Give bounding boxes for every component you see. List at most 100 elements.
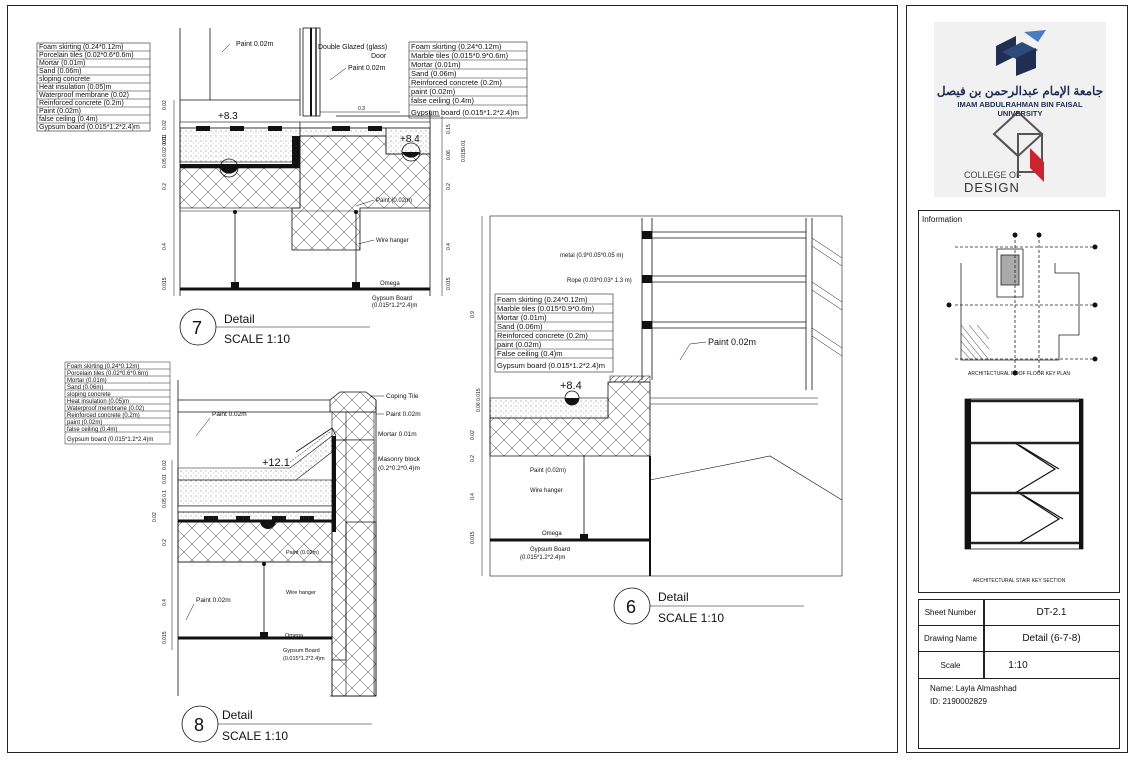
detail8-legend-item: Heat insulation (0.05)m [67, 399, 129, 405]
information-panel: Information ARCHITECTURAL ROOF FLOOR KEY… [918, 210, 1120, 593]
detail8-legend-item: Reinforced concrete (0.2m) [67, 413, 140, 419]
detail8-legend-item: Foam skirting (0.24*0.12m) [67, 364, 139, 370]
detail7-door-label-2: Door [371, 53, 387, 60]
university-emblem-icon [992, 30, 1046, 182]
detail7-legend-right-item: false ceiling (0.4m) [411, 96, 474, 105]
detail7-dim: 0.06 [446, 150, 452, 160]
detail6-paint-small: Paint (0.02m) [530, 468, 566, 474]
detail7-legend-left-item: Porcelain tiles (0.02*0.6*0.6m) [39, 52, 134, 59]
detail6-metal-label: metal (0.9*0.05*0.05 m) [560, 253, 623, 259]
detail7-legend-left [36, 42, 151, 132]
detail6-gypsum-board-size: (0.015*1.2*2.4)m [520, 555, 565, 561]
title-row-scale [918, 651, 1120, 679]
detail6-legend-item: Reinforced concrete (0.2m) [497, 331, 588, 340]
detail6-rope-label: Rope (0.03*0.03* 1.3 m) [567, 278, 632, 284]
detail7-paint-top: Paint 0.02m [236, 41, 274, 48]
detail8-legend-item: paint (0.02m) [67, 420, 102, 426]
detail8-wire-hanger: Wire hanger [286, 590, 316, 596]
detail7-paint-door: Paint 0.02m [348, 65, 386, 72]
detail7-dim: 0.3 [358, 106, 365, 112]
detail8-omega: Omega [285, 633, 304, 639]
detail7-title: Detail [224, 312, 255, 326]
college-line-2: DESIGN [964, 180, 1020, 195]
detail7-paint-underside: Paint (0.02m) [376, 198, 412, 204]
detail8-masonry: Masonry block [378, 456, 421, 463]
detail6-paint-label: Paint 0.02m [708, 337, 756, 347]
drawing-sheet-border [7, 5, 898, 753]
detail6-dim: 0.9 [470, 311, 476, 318]
detail8-paint-right: Paint 0.02m [386, 411, 421, 418]
detail8-legend-item: Mortar (0.01m) [67, 378, 107, 384]
detail8-legend-item: Porcelain tiles (0.02*0.6*0.6m) [67, 371, 148, 377]
drawing-name-label: Drawing Name [924, 634, 977, 643]
detail7-legend-left-item: Heat insulation (0.05)m [39, 84, 112, 91]
detail7-dim: 0.015 [162, 277, 168, 290]
detail7-dim: 0.01 [162, 134, 168, 144]
detail-8: Foam skirting (0.24*0.12m) Porcelain til… [64, 361, 421, 743]
detail8-dim: 0.02 [162, 460, 168, 470]
detail8-level: +12.1 [262, 457, 290, 469]
detail8-mortar: Mortar 0.01m [378, 431, 417, 438]
detail6-legend-item: False ceiling (0.4)m [497, 349, 562, 358]
title-column-divider [983, 599, 985, 679]
detail7-number: 7 [192, 318, 202, 338]
detail8-legend-item: false ceiling (0.4m) [67, 427, 117, 433]
detail7-dim: 0.15 [446, 124, 452, 134]
detail-6: Foam skirting (0.24*0.12m) Marble tiles … [470, 215, 843, 625]
detail7-dim: 0.4 [446, 243, 452, 250]
detail6-legend-item: Marble tiles (0.015*0.9*0.6m) [497, 304, 595, 313]
detail8-paint-bottom: Paint 0.02m [196, 597, 231, 604]
detail8-legend-item: Sand (0.06m) [67, 385, 103, 391]
detail6-level: +8.4 [560, 380, 582, 392]
detail8-dim: 0.015 [162, 631, 168, 644]
detail7-legend-left-text: Foam skirting (0.24*0.12m) Porcelain til… [39, 44, 140, 131]
detail7-dim: 0.02 [162, 120, 168, 130]
detail7-dim: 0.01 [461, 140, 467, 150]
detail6-dim: 0.06 0.015 [476, 388, 482, 412]
scale-label: Scale [940, 660, 961, 670]
scale-value: 1:10 [1008, 659, 1028, 671]
detail7-dim: 0.2 [162, 183, 168, 190]
drawing-name-value: Detail (6-7-8) [1022, 633, 1081, 644]
detail7-legend-left-item: Paint (0.02m) [39, 108, 81, 115]
side-panel-border [906, 5, 1128, 753]
detail8-coping: Coping Tile [386, 393, 419, 400]
detail8-dim: 0.01 [162, 474, 168, 484]
floor-plan-caption: ARCHITECTURAL ROOF FLOOR KEY PLAN [968, 371, 1070, 377]
detail-7: Foam skirting (0.24*0.12m) Porcelain til… [36, 27, 528, 346]
detail8-dim: 0.02 [152, 512, 158, 522]
detail8-legend [64, 361, 171, 445]
detail7-legend-right-item: Marble tiles (0.015*0.9*0.6m) [411, 51, 509, 60]
detail6-legend-item: Sand (0.06m) [497, 322, 543, 331]
detail7-legend-left-item: Mortar (0.01m) [39, 60, 85, 67]
detail7-dim: 0.4 [162, 243, 168, 250]
detail7-legend-right-text: Foam skirting (0.24*0.12m) Marble tiles … [411, 42, 519, 117]
detail6-gypsum-board: Gypsum Board [530, 547, 570, 553]
detail7-dim: 0.015 [446, 277, 452, 290]
detail-drawings: Foam skirting (0.24*0.12m) Porcelain til… [36, 27, 843, 743]
detail8-legend-item: sloping concrete [67, 392, 111, 398]
detail7-gypsum-board: Gypsum Board [372, 296, 412, 302]
detail6-dim: 0.015 [470, 531, 476, 544]
detail7-dim: 0.05 0.02 0.01 [162, 136, 168, 168]
detail6-legend-item: paint (0.02m) [497, 340, 542, 349]
detail6-legend-item: Mortar (0.01m) [497, 313, 547, 322]
student-name: Name: Layla Almashhad [930, 684, 1017, 693]
detail7-level-left: +8.3 [218, 111, 238, 122]
detail7-wire-hanger: Wire hanger [376, 238, 409, 244]
detail8-paint-under: Paint (0.02m) [286, 550, 319, 556]
detail7-scale: SCALE 1:10 [224, 332, 290, 346]
detail6-legend [494, 293, 614, 373]
detail6-title: Detail [658, 590, 689, 604]
detail8-paint-top: Paint 0.02m [212, 411, 247, 418]
detail8-gypsum-board: Gypsum Board [283, 648, 320, 654]
detail7-legend-left-item: Foam skirting (0.24*0.12m) [39, 44, 123, 51]
detail7-dim: 0.02 [162, 100, 168, 110]
detail6-scale: SCALE 1:10 [658, 611, 724, 625]
detail8-legend-item: Waterproof membrane (0.02) [67, 406, 144, 412]
college-line-1: COLLEGE OF [964, 170, 1022, 180]
detail7-legend-right-item: paint (0.02m) [411, 87, 456, 96]
detail8-gypsum-board-size: (0.015*1.2*2.4)m [283, 656, 325, 662]
detail7-door-label: Double Glazed (glass) [318, 44, 387, 51]
sheet-number-value: DT-2.1 [1036, 607, 1067, 618]
